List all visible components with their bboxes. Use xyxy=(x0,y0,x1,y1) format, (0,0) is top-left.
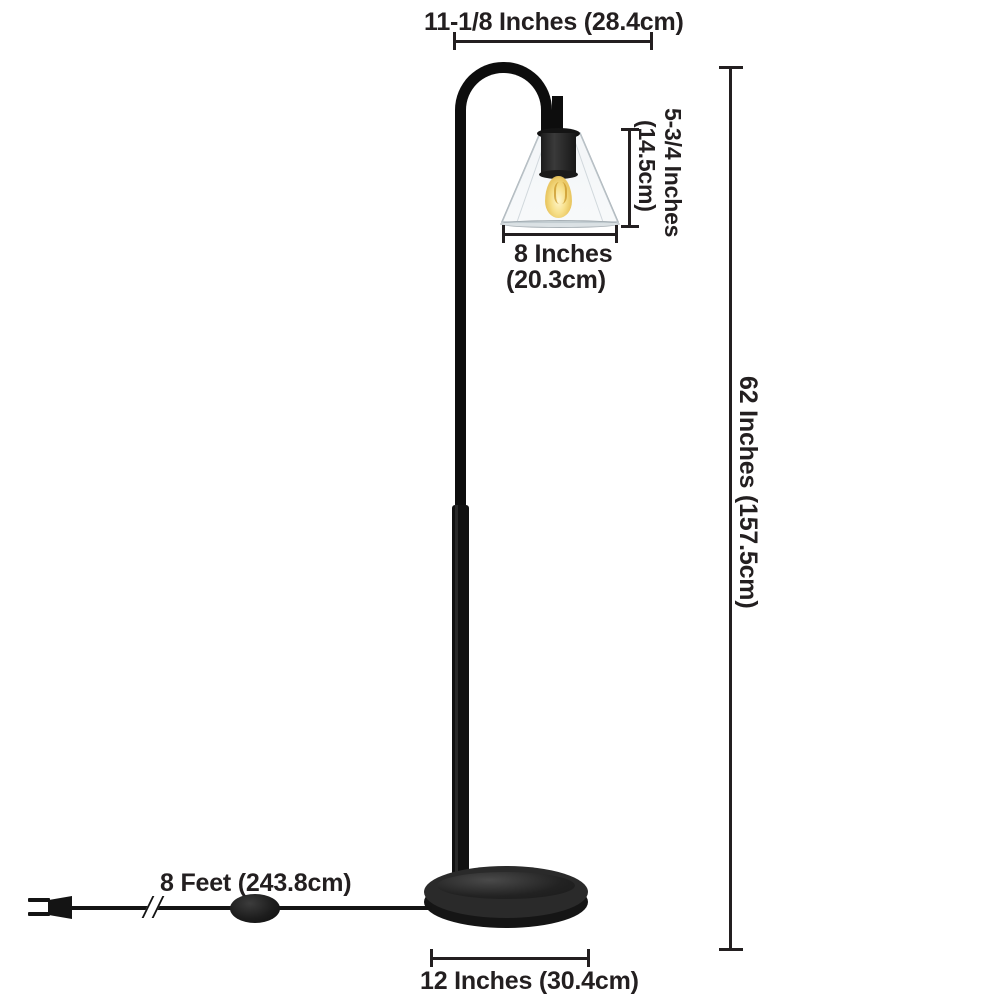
socket-ring xyxy=(539,170,578,179)
lamp-arch xyxy=(455,62,552,142)
total-height-label: 62 Inches (157.5cm) xyxy=(734,376,762,609)
arch-reach-tick-right xyxy=(650,32,653,50)
total-height-dim-line xyxy=(729,66,732,951)
base-diameter-label: 12 Inches (30.4cm) xyxy=(420,967,639,995)
total-height-tick-bottom xyxy=(719,948,743,951)
shade-width-tick-left xyxy=(502,225,505,243)
two-prong-plug xyxy=(48,896,72,919)
shade-width-dim-line xyxy=(502,233,618,236)
base-diameter-tick-right xyxy=(587,949,590,967)
bulb-filament xyxy=(554,182,567,204)
shade-height-label-line1: 5-3/4 Inches xyxy=(660,108,686,238)
cord-length-label: 8 Feet (243.8cm) xyxy=(160,869,352,897)
shade-height-label-line2: (14.5cm) xyxy=(634,120,660,212)
bulb-socket xyxy=(541,133,576,177)
shade-height-dim-line xyxy=(628,128,631,228)
shade-width-label-line1: 8 Inches xyxy=(514,240,613,268)
lamp-base xyxy=(424,866,588,918)
arch-reach-tick-left xyxy=(453,32,456,50)
lamp-shade-stem xyxy=(552,96,563,132)
total-height-tick-top xyxy=(719,66,743,69)
shade-width-label-line2: (20.3cm) xyxy=(506,266,606,294)
shade-height-tick-bottom xyxy=(621,225,639,228)
plug-prong-bottom xyxy=(28,912,50,916)
shade-width-tick-right xyxy=(615,225,618,243)
arch-reach-dim-line xyxy=(453,40,653,43)
base-diameter-dim-line xyxy=(430,957,590,960)
inline-foot-switch xyxy=(230,894,280,923)
lamp-pole-lower xyxy=(452,505,469,877)
lamp-pole-upper xyxy=(455,138,466,512)
base-diameter-tick-left xyxy=(430,949,433,967)
shade-bottom-rim xyxy=(500,220,620,228)
shade-height-tick-top xyxy=(621,128,639,131)
arch-reach-label: 11-1/8 Inches (28.4cm) xyxy=(424,8,684,36)
plug-prong-top xyxy=(28,898,50,902)
